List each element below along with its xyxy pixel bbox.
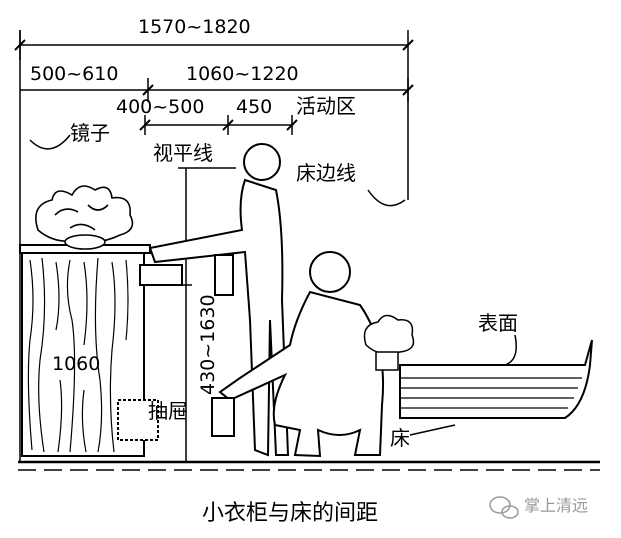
crouching-person-figure bbox=[211, 251, 385, 458]
mirror-label: 镜子 bbox=[70, 121, 110, 145]
surface-label: 表面 bbox=[478, 311, 518, 335]
dimension-ticks bbox=[14, 39, 414, 131]
eye-height-range-dimension: 430~1630 bbox=[197, 294, 219, 395]
clearance-dimension: 450 bbox=[236, 96, 272, 118]
bed-zone-dimension: 1060~1220 bbox=[186, 63, 299, 85]
wechat-icon bbox=[489, 496, 519, 519]
standing-zone-dimension: 400~500 bbox=[116, 96, 204, 118]
wardrobe bbox=[19, 244, 183, 457]
wardrobe-height-dimension: 1060 bbox=[52, 353, 100, 375]
diagram-caption: 小衣柜与床的间距 bbox=[202, 501, 378, 526]
small-plant-icon bbox=[363, 314, 415, 371]
wardrobe-zone-dimension: 500~610 bbox=[30, 63, 118, 85]
dimension-lines bbox=[19, 30, 517, 462]
eye-level-line-label: 视平线 bbox=[153, 141, 213, 165]
bed bbox=[399, 339, 593, 419]
watermark: 掌上清远 bbox=[489, 496, 588, 519]
total-width-dimension: 1570~1820 bbox=[138, 16, 251, 38]
activity-area-label: 活动区 bbox=[296, 94, 356, 118]
plant-icon bbox=[35, 185, 134, 250]
bed-label: 床 bbox=[390, 426, 410, 450]
watermark-text: 掌上清远 bbox=[524, 496, 588, 515]
drawer-label: 抽屉 bbox=[148, 399, 188, 423]
bed-edge-line-label: 床边线 bbox=[296, 161, 356, 185]
floor-line bbox=[18, 460, 600, 471]
